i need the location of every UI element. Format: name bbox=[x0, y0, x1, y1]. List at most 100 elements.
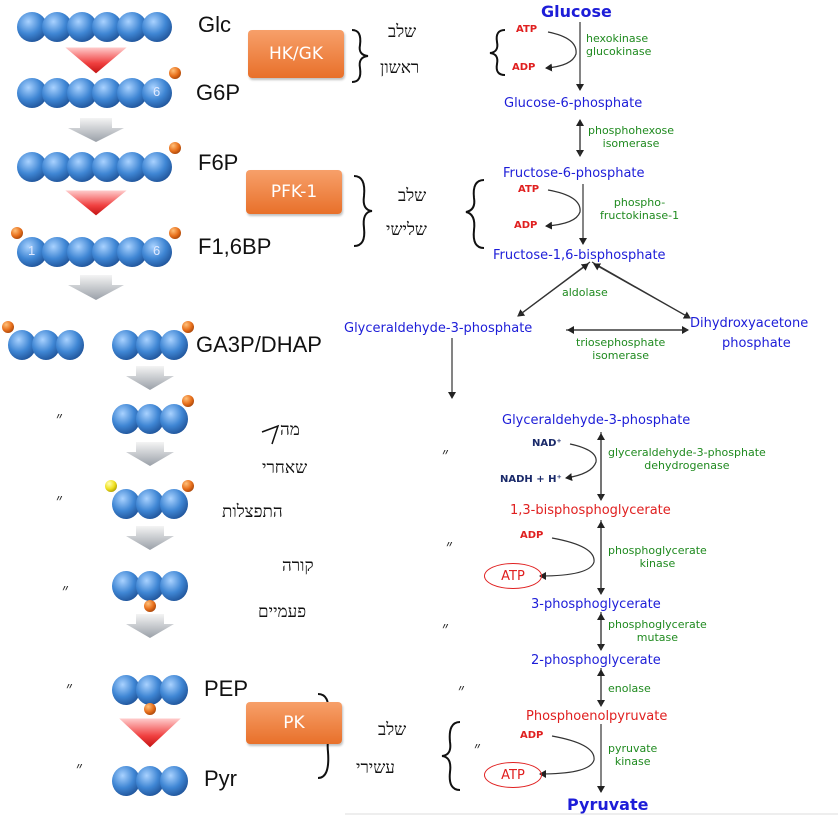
hk-gk-box: HK/GK bbox=[248, 30, 344, 78]
met-f6p: Fructose-6-phosphate bbox=[503, 166, 645, 181]
enz-gapdh-line1: glyceraldehyde-3-phosphate bbox=[608, 446, 766, 459]
enz-pfk: phospho- fructokinase-1 bbox=[600, 196, 679, 222]
met-pep: Phosphoenolpyruvate bbox=[526, 709, 668, 724]
cof-atp-1: ATP bbox=[516, 24, 538, 35]
enz-pgk: phosphoglycerate kinase bbox=[608, 544, 707, 570]
handwriting-step3-line2: שלישי bbox=[386, 220, 427, 240]
red-arrow-1 bbox=[62, 46, 130, 75]
enz-pyk: pyruvate kinase bbox=[608, 742, 657, 768]
pyr-molecule bbox=[112, 766, 188, 796]
ditto-mark-6: ״ bbox=[442, 444, 449, 465]
met-pg2: 2-phosphoglycerate bbox=[531, 653, 661, 668]
cof-adp-2: ADP bbox=[514, 220, 538, 231]
grey-arrow-1 bbox=[68, 118, 124, 142]
handwriting-note-line5: פעמיים bbox=[258, 602, 307, 622]
ga3p-molecule bbox=[112, 321, 194, 360]
enz-tpi-line1: triosephosphate bbox=[576, 336, 666, 349]
red-arrow-2 bbox=[62, 189, 130, 217]
handwriting-step10-line1: שלב bbox=[378, 720, 407, 740]
grey-arrow-5 bbox=[126, 526, 174, 550]
enz-pyk-line2: kinase bbox=[614, 755, 651, 768]
enz-hexokinase-label: hexokinase bbox=[586, 32, 649, 45]
handwriting-step10-line2: עשירי bbox=[356, 758, 395, 778]
grey-arrow-4 bbox=[126, 442, 174, 466]
cof-adp-4: ADP bbox=[520, 730, 544, 741]
enz-aldolase: aldolase bbox=[562, 286, 608, 299]
handwriting-note-line4: קורה bbox=[282, 556, 314, 576]
note-tick bbox=[261, 424, 280, 445]
enz-pgk-line2: kinase bbox=[639, 557, 676, 570]
bpg13-molecule bbox=[105, 480, 194, 519]
met-dhap-line1: Dihydroxyacetone bbox=[690, 316, 809, 331]
grey-arrow-3 bbox=[126, 366, 174, 390]
met-dhap-line2: phosphate bbox=[722, 336, 791, 351]
carbon-one-label: 1 bbox=[28, 243, 36, 258]
met-bpg13: 1,3-bisphosphoglycerate bbox=[510, 503, 671, 518]
enz-hexokinase: hexokinase glucokinase bbox=[586, 32, 651, 58]
met-pg3: 3-phosphoglycerate bbox=[531, 597, 661, 612]
enz-pgk-line1: phosphoglycerate bbox=[608, 544, 707, 557]
enz-glucokinase-label: glucokinase bbox=[586, 45, 652, 58]
ga3p-dhap-label: GA3P/DHAP bbox=[196, 332, 322, 357]
f16bp-molecule bbox=[11, 227, 181, 267]
f16bp-label: F1,6BP bbox=[198, 234, 272, 259]
handwriting-note-line2: שאחרי bbox=[262, 458, 308, 478]
cof-nadh: NADH + H⁺ bbox=[500, 474, 562, 485]
met-ga3p: Glyceraldehyde-3-phosphate bbox=[502, 413, 691, 428]
handwriting-step1-line1: שלב bbox=[388, 22, 417, 42]
met-ga3p-left: Glyceraldehyde-3-phosphate bbox=[344, 321, 533, 336]
ditto-mark-10: ״ bbox=[474, 738, 481, 759]
f6p-label: F6P bbox=[198, 150, 239, 175]
enz-gapdh-line2: dehydrogenase bbox=[644, 459, 730, 472]
brace-step3-left bbox=[353, 175, 373, 247]
handwriting-step1-line2: ראשון bbox=[380, 58, 420, 78]
ditto-mark-7: ״ bbox=[446, 536, 453, 557]
pk-box: PK bbox=[246, 702, 342, 744]
ditto-mark-8: ״ bbox=[442, 618, 449, 639]
g6p-label: G6P bbox=[196, 80, 241, 105]
ga3p-molecule-2 bbox=[112, 395, 194, 434]
brace-atp1 bbox=[489, 29, 506, 76]
cof-atp-2: ATP bbox=[518, 184, 540, 195]
ditto-mark-5: ״ bbox=[76, 758, 83, 779]
cof-atp-4: ATP bbox=[484, 762, 542, 788]
pep-molecule bbox=[112, 675, 188, 715]
brace-step1 bbox=[351, 29, 369, 83]
enz-pgm-line2: mutase bbox=[636, 631, 679, 644]
g6p-molecule bbox=[17, 67, 181, 108]
enz-pgm: phosphoglycerate mutase bbox=[608, 618, 707, 644]
enz-enolase: enolase bbox=[608, 682, 651, 695]
cof-nad: NAD⁺ bbox=[532, 438, 562, 449]
red-arrow-3 bbox=[116, 717, 184, 749]
carbon-six-label-2: 6 bbox=[153, 243, 161, 258]
pg-molecule bbox=[112, 571, 188, 612]
handwriting-step3-line1: שלב bbox=[398, 186, 427, 206]
met-glucose: Glucose bbox=[541, 2, 612, 21]
enz-phi-line1: phosphohexose bbox=[588, 124, 675, 137]
brace-step3-right bbox=[465, 179, 485, 249]
grey-arrow-6 bbox=[126, 614, 174, 638]
enz-phi: phosphohexose isomerase bbox=[588, 124, 674, 150]
cof-atp-3: ATP bbox=[484, 563, 542, 589]
glc-molecule bbox=[17, 12, 172, 42]
met-pyruvate: Pyruvate bbox=[567, 795, 649, 814]
pep-label: PEP bbox=[204, 676, 249, 701]
enz-pfk-line1: phospho- bbox=[613, 196, 666, 209]
enz-tpi: triosephosphate isomerase bbox=[576, 336, 665, 362]
enz-gapdh: glyceraldehyde-3-phosphate dehydrogenase bbox=[608, 446, 766, 472]
enz-pfk-line2: fructokinase-1 bbox=[600, 209, 680, 222]
ditto-mark-4: ״ bbox=[66, 678, 73, 699]
handwriting-note-line3: התפצלות bbox=[222, 502, 283, 522]
ditto-mark-9: ״ bbox=[458, 680, 465, 701]
ditto-mark-2: ״ bbox=[56, 490, 63, 511]
handwriting-note-line1: מה bbox=[280, 420, 300, 440]
pfk1-box: PFK-1 bbox=[246, 170, 342, 214]
enz-pyk-line1: pyruvate bbox=[608, 742, 658, 755]
enz-phi-line2: isomerase bbox=[602, 137, 660, 150]
glc-label: Glc bbox=[198, 12, 231, 37]
carbon-six-label: 6 bbox=[153, 84, 161, 99]
ditto-mark-1: ״ bbox=[56, 408, 63, 429]
enz-tpi-line2: isomerase bbox=[592, 349, 650, 362]
